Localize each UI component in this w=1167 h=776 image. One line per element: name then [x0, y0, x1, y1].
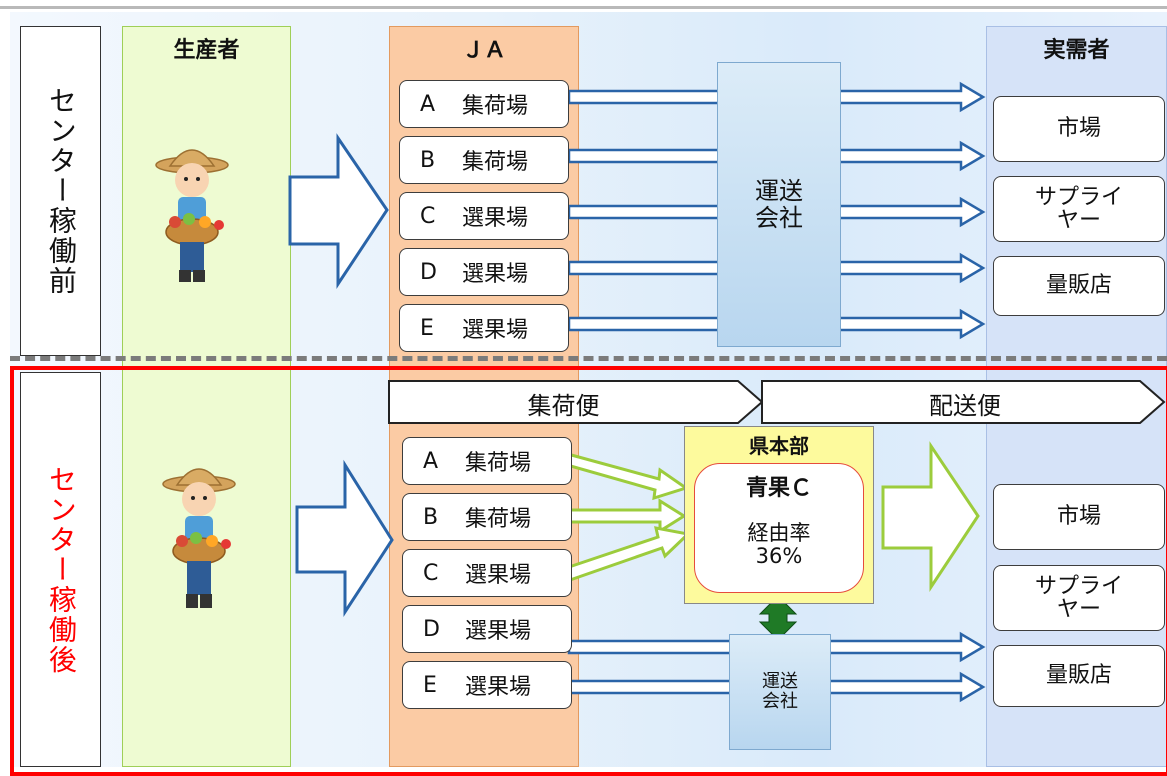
customer-mass-retailer-before: 量販店 [993, 256, 1165, 316]
rate-value: 36% [755, 544, 803, 569]
center-name: 青果Ｃ [745, 476, 812, 501]
center-inbound-arrows [557, 451, 692, 582]
pickup-banner-label: 集荷便 [527, 392, 600, 420]
after-phase-label: センター稼働後 [20, 372, 101, 767]
facility-name: 選果場 [462, 318, 529, 343]
customer-label-line1: サプライ [1034, 184, 1123, 210]
ja-facility-a-before: A 集荷場 [399, 80, 569, 128]
customer-mass-retailer-after: 量販店 [993, 645, 1165, 707]
hq-label: 県本部 [749, 434, 809, 458]
ja-facility-e-after: E 選果場 [402, 661, 572, 709]
farmer-before-icon [155, 149, 229, 282]
transport-company-after: 運送 会社 [729, 634, 831, 750]
customer-label-line2: ヤー [1056, 597, 1101, 622]
ja-facility-d-before: D 選果場 [399, 248, 569, 296]
phase-separator [10, 356, 1167, 361]
inbound-arrow-b [560, 498, 687, 534]
producer-header: 生産者 [173, 38, 240, 63]
inbound-arrow-c [564, 526, 692, 582]
inbound-arrow-a [557, 451, 690, 501]
customer-label-line1: サプライ [1034, 573, 1123, 599]
produce-center-box: 青果Ｃ 経由率 36% [694, 463, 864, 593]
before-phase-label: センター稼働前 [20, 26, 101, 356]
top-rule [0, 6, 1167, 9]
delivery-banner-shape [761, 380, 1166, 424]
facility-name: 選果場 [462, 262, 529, 287]
customer-market-after: 市場 [993, 484, 1165, 550]
transport-after-line2: 会社 [762, 691, 798, 712]
before-phase-text: センター稼働前 [44, 86, 78, 296]
facility-letter: D [420, 259, 437, 285]
ja-facility-d-after: D 選果場 [402, 605, 572, 653]
facility-name: 選果場 [465, 563, 532, 588]
customer-market-before: 市場 [993, 96, 1165, 162]
transport-company-before: 運送 会社 [717, 62, 841, 347]
producer-to-ja-arrow-after [295, 459, 394, 618]
transport-before-line1: 運送 [755, 177, 803, 206]
delivery-banner-label: 配送便 [929, 392, 1001, 420]
producer-column [122, 26, 291, 767]
customer-label: 量販店 [1045, 663, 1112, 689]
facility-name: 選果場 [465, 619, 532, 644]
facility-name: 選果場 [465, 675, 532, 700]
customer-label-line2: ヤー [1056, 208, 1101, 233]
demand-header: 実需者 [1043, 38, 1110, 63]
ja-facility-c-before: C 選果場 [399, 192, 569, 240]
facility-name: 選果場 [462, 206, 529, 231]
facility-letter: B [423, 504, 439, 530]
ja-facility-c-after: C 選果場 [402, 549, 572, 597]
facility-letter: A [420, 91, 436, 117]
customer-supplier-before: サプライ ヤー [993, 176, 1165, 242]
ja-facility-b-before: B 集荷場 [399, 136, 569, 184]
facility-letter: B [420, 147, 436, 173]
ja-facility-b-after: B 集荷場 [402, 493, 572, 541]
rate-label: 経由率 [747, 521, 811, 545]
ja-facility-e-before: E 選果場 [399, 304, 569, 352]
customer-supplier-after: サプライ ヤー [993, 565, 1165, 631]
producer-to-ja-arrow-before [288, 133, 389, 289]
customer-label: 量販店 [1045, 273, 1112, 299]
customer-label: 市場 [1056, 116, 1101, 142]
facility-name: 集荷場 [465, 451, 532, 476]
facility-letter: A [423, 448, 439, 474]
facility-letter: C [420, 203, 436, 229]
after-phase-text: センター稼働後 [44, 464, 78, 675]
pickup-banner-shape [388, 380, 764, 424]
center-to-customers-arrow [881, 441, 980, 592]
facility-name: 集荷場 [465, 507, 532, 532]
farmer-after-icon [162, 468, 236, 608]
ja-facility-a-after: A 集荷場 [402, 437, 572, 485]
facility-letter: D [423, 616, 440, 642]
customer-label: 市場 [1056, 504, 1101, 530]
facility-letter: C [423, 560, 439, 586]
facility-name: 集荷場 [462, 94, 529, 119]
transport-before-line2: 会社 [755, 203, 803, 232]
ja-header: ＪＡ [461, 38, 506, 63]
facility-letter: E [423, 672, 437, 698]
transport-after-line1: 運送 [762, 671, 798, 693]
facility-name: 集荷場 [462, 150, 529, 175]
facility-letter: E [420, 315, 434, 341]
